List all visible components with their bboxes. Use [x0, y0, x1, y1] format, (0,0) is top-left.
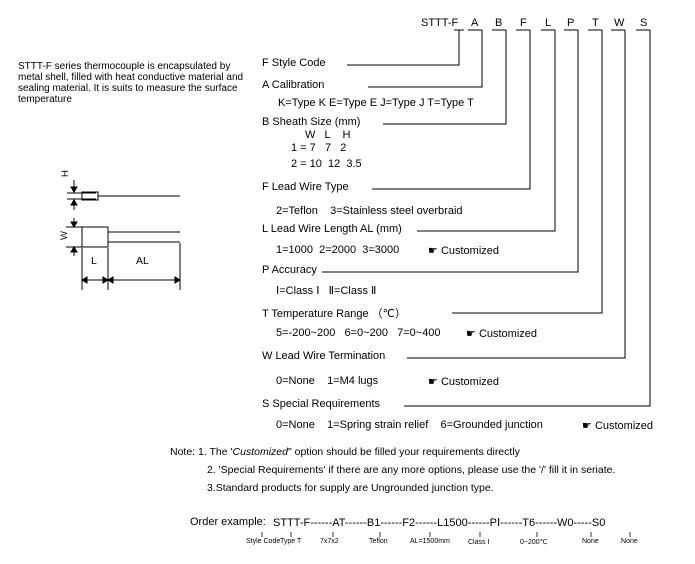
order-caption-style-code: Style Code	[246, 538, 281, 545]
section-termination-title: W Lead Wire Termination	[262, 350, 386, 362]
section-lead-length-options: 1=1000 2=2000 3=3000	[276, 244, 400, 256]
order-example-code: STTT-F------AT------B1------F2------L150…	[273, 517, 606, 529]
section-special-title: S Special Requirements	[262, 398, 381, 410]
note-3: 3.Standard products for supply are Ungro…	[207, 482, 494, 494]
code-letter-f: F	[520, 17, 527, 29]
diagram-label-l: L	[91, 255, 97, 267]
note-1-suffix: " option should be filled your requireme…	[287, 446, 520, 458]
note-1-italic: Customized	[232, 446, 288, 458]
section-termination-options: 0=None 1=M4 lugs	[276, 375, 379, 387]
customized-label: Customized	[594, 420, 654, 432]
code-letter-t: T	[592, 17, 599, 29]
section-temperature-options: 5=-200~200 6=0~200 7=0~400	[276, 327, 441, 339]
order-caption-type: Type T	[280, 538, 302, 545]
section-lead-type-title: F Lead Wire Type	[262, 181, 349, 193]
section-lead-type-options: 2=Teflon 3=Stainless steel overbraid	[276, 205, 463, 217]
code-letter-l: L	[545, 17, 552, 29]
note-2: 2. 'Special Requirements' if there are a…	[207, 464, 616, 476]
section-accuracy-options: Ⅰ=Class Ⅰ Ⅱ=Class Ⅱ	[276, 285, 377, 297]
section-sheath-row1: 1 = 7 7 2	[291, 142, 347, 154]
section-calibration-options: K=Type K E=Type E J=Type J T=Type T	[278, 97, 474, 109]
hand-pointer-icon: ☛	[582, 420, 592, 432]
order-example-label: Order example:	[190, 516, 266, 528]
order-caption-length: AL=1500mm	[410, 538, 450, 545]
customized-label: Customized	[440, 245, 500, 257]
diagram-label-h: H	[59, 170, 71, 177]
code-letter-w: W	[614, 17, 625, 29]
order-caption-size: 7x7x2	[320, 538, 339, 545]
diagram-label-w: W	[58, 231, 70, 240]
hand-pointer-icon: ☛	[428, 376, 438, 388]
temperature-customized: ☛ Customized	[466, 327, 537, 340]
hand-pointer-icon: ☛	[466, 328, 476, 340]
section-temperature-title: T Temperature Range （℃）	[262, 308, 407, 320]
section-accuracy-title: P Accuracy	[262, 264, 317, 276]
customized-label: Customized	[478, 328, 538, 340]
code-letter-a: A	[471, 17, 479, 29]
order-caption-temperature: 0~200℃	[520, 539, 548, 546]
order-caption-special: None	[621, 538, 638, 545]
section-calibration-title: A Calibration	[262, 79, 325, 91]
section-sheath-title: B Sheath Size (mm)	[262, 116, 361, 128]
code-letter-p: P	[567, 17, 575, 29]
order-caption-termination: None	[582, 538, 599, 545]
code-letter-s: S	[640, 17, 648, 29]
section-sheath-header: W L H	[305, 129, 351, 141]
header-prefix: STTT-F	[421, 17, 459, 29]
lead-length-customized: ☛ Customized	[428, 244, 499, 257]
order-caption-accuracy: Class Ⅰ	[468, 539, 490, 546]
product-description: STTT-F series thermocouple is encapsulat…	[18, 61, 244, 105]
diagram-label-al: AL	[136, 255, 149, 267]
note-1-prefix: Note: 1. The '	[170, 446, 233, 458]
customized-label: Customized	[440, 376, 500, 388]
termination-customized: ☛ Customized	[428, 375, 499, 388]
order-caption-lead: Teflon	[369, 538, 388, 545]
section-lead-length-title: L Lead Wire Length AL (mm)	[262, 223, 402, 235]
special-customized: ☛ Customized	[582, 419, 653, 432]
note-1: Note: 1. The 'Customized" option should …	[170, 446, 520, 458]
code-letter-b: B	[495, 17, 503, 29]
hand-pointer-icon: ☛	[428, 245, 438, 257]
section-style-code-title: F Style Code	[262, 57, 326, 69]
section-special-options: 0=None 1=Spring strain relief 6=Grounded…	[276, 419, 543, 431]
section-sheath-row2: 2 = 10 12 3.5	[291, 158, 362, 170]
